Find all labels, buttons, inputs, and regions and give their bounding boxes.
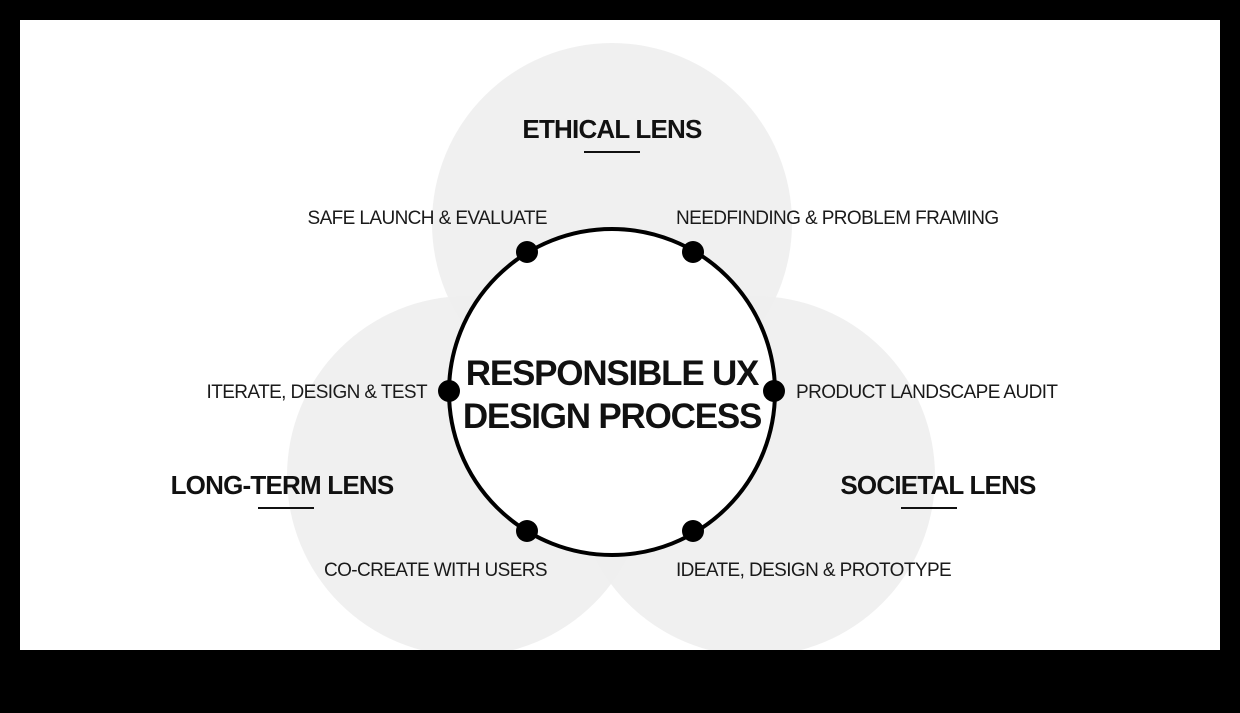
center-title-line1: RESPONSIBLE UX: [466, 354, 760, 393]
step-label-iterate: ITERATE, DESIGN & TEST: [207, 382, 428, 403]
responsible-ux-diagram: RESPONSIBLE UX DESIGN PROCESS ETHICAL LE…: [171, 43, 1059, 650]
step-label-safe-launch: SAFE LAUNCH & EVALUATE: [308, 208, 548, 229]
step-label-ideate: IDEATE, DESIGN & PROTOTYPE: [676, 560, 951, 581]
step-label-co-create: CO-CREATE WITH USERS: [324, 560, 547, 581]
node-safe-launch: [516, 241, 538, 263]
node-ideate: [682, 520, 704, 542]
step-label-needfinding: NEEDFINDING & PROBLEM FRAMING: [676, 208, 999, 229]
societal-lens-title: SOCIETAL LENS: [840, 470, 1036, 500]
node-iterate: [438, 380, 460, 402]
center-title-line2: DESIGN PROCESS: [463, 397, 761, 436]
node-co-create: [516, 520, 538, 542]
ethical-lens-title: ETHICAL LENS: [522, 114, 702, 144]
node-landscape-audit: [763, 380, 785, 402]
diagram-canvas: RESPONSIBLE UX DESIGN PROCESS ETHICAL LE…: [20, 20, 1220, 650]
long-term-lens-title: LONG-TERM LENS: [171, 470, 394, 500]
step-label-landscape-audit: PRODUCT LANDSCAPE AUDIT: [796, 382, 1058, 403]
step-nodes: [438, 241, 785, 542]
node-needfinding: [682, 241, 704, 263]
